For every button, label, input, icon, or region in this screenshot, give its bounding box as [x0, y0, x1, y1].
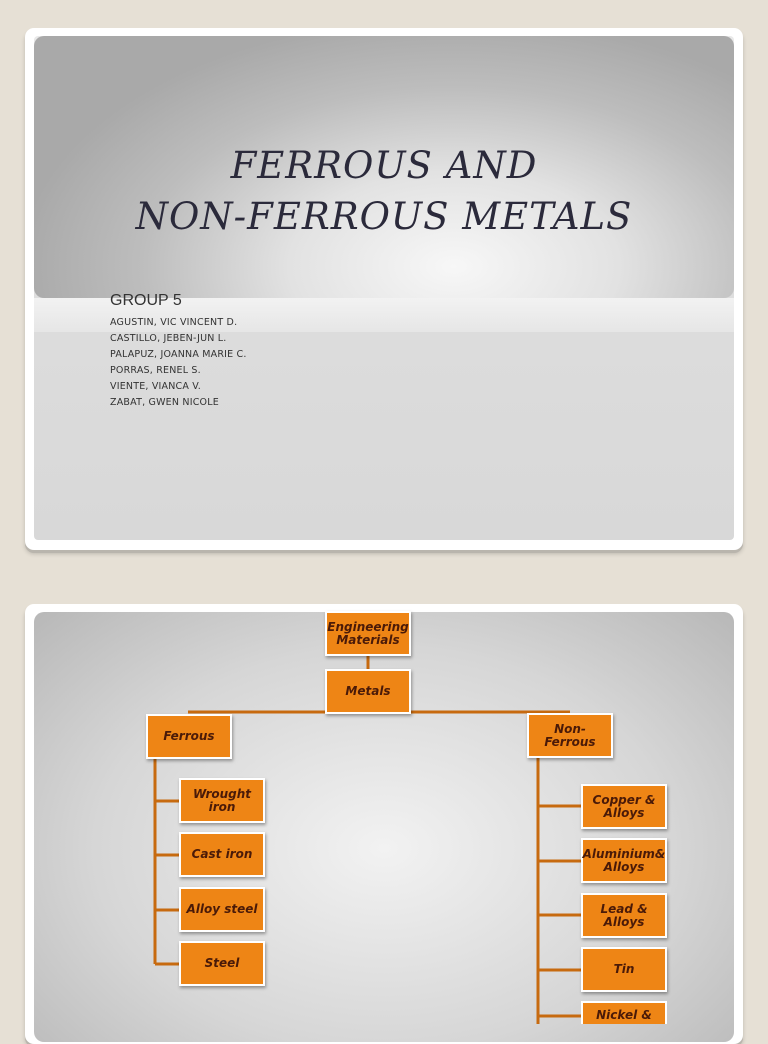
group-label: GROUP 5 [110, 292, 182, 309]
node-metals: Metals [325, 669, 411, 714]
node-aluminium-alloys: Aluminium& Alloys [581, 838, 667, 883]
node-lead-alloys: Lead & Alloys [581, 893, 667, 938]
node-tin: Tin [581, 947, 667, 992]
title-header-panel [34, 36, 734, 298]
slide-title-line-1: Ferrous and [230, 144, 538, 187]
member-name: ZABAT, GWEN NICOLE [110, 397, 219, 408]
node-cast-iron: Cast iron [179, 832, 265, 877]
node-ferrous: Ferrous [146, 714, 232, 759]
node-wrought-iron: Wrought iron [179, 778, 265, 823]
member-name: AGUSTIN, VIC VINCENT D. [110, 317, 238, 328]
node-alloy-steel: Alloy steel [179, 887, 265, 932]
header-band [34, 298, 734, 332]
member-name: PALAPUZ, JOANNA MARIE C. [110, 349, 247, 360]
node-copper-alloys: Copper & Alloys [581, 784, 667, 829]
node-engineering-materials: Engineering Materials [325, 611, 411, 656]
node-non-ferrous: Non- Ferrous [527, 713, 613, 758]
node-steel: Steel [179, 941, 265, 986]
slide-title-line-2: Non-ferrous Metals [135, 195, 633, 238]
member-name: CASTILLO, JEBEN-JUN L. [110, 333, 227, 344]
member-name: PORRAS, RENEL S. [110, 365, 201, 376]
member-name: VIENTE, VIANCA V. [110, 381, 202, 392]
title-slide[interactable] [25, 28, 743, 550]
node-nickel-alloys: Nickel & [581, 1001, 667, 1024]
